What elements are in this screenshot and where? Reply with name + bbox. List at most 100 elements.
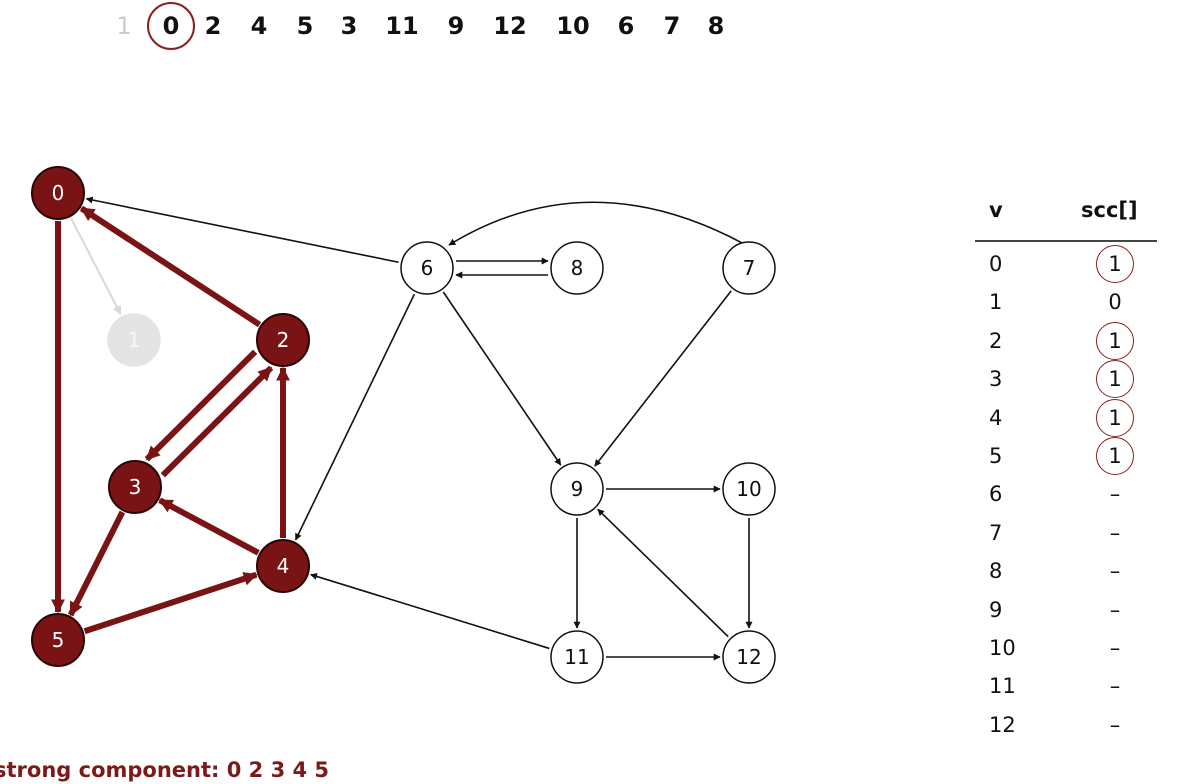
table-cell-scc: – — [1109, 674, 1121, 699]
table-cell-scc: – — [1109, 636, 1121, 660]
edge-6-to-9 — [442, 291, 562, 466]
node-label: 8 — [571, 256, 584, 280]
table-cell-v: 6 — [989, 482, 1003, 507]
order-item: 5 — [296, 12, 314, 40]
node-10: 10 — [722, 462, 776, 516]
node-circle — [108, 460, 162, 514]
edge-7-to-6 — [448, 201, 745, 246]
node-label: 4 — [277, 554, 290, 578]
order-item: 1 — [116, 12, 132, 40]
order-item: 0 — [146, 2, 196, 50]
node-label: 10 — [736, 477, 761, 501]
edge-5-to-4 — [83, 571, 258, 635]
order-item: 6 — [617, 12, 635, 40]
order-item: 11 — [385, 12, 419, 40]
edge-0-to-1 — [70, 218, 122, 316]
edge-3-to-2 — [160, 365, 274, 478]
node-3: 3 — [108, 460, 162, 514]
table-cell-v: 0 — [989, 252, 1003, 276]
table-cell-v: 8 — [989, 559, 1003, 584]
node-circle — [722, 462, 776, 516]
table-cell-scc: 1 — [1095, 321, 1135, 360]
node-label: 12 — [736, 645, 761, 669]
table-cell-v: 12 — [989, 712, 1016, 737]
edge-7-to-9 — [594, 290, 732, 467]
order-item: 3 — [340, 12, 358, 40]
node-circle — [31, 166, 85, 220]
node-label: 1 — [128, 328, 141, 352]
table-cell-v: 10 — [989, 636, 1016, 660]
edge-3-to-5 — [67, 510, 126, 617]
table-cell-v: 7 — [989, 520, 1003, 545]
table-cell-scc: – — [1109, 559, 1121, 584]
node-circle — [31, 613, 85, 667]
node-circle — [107, 313, 161, 367]
header-v: v — [989, 198, 1003, 222]
table-cell-v: 9 — [989, 597, 1003, 622]
node-label: 2 — [277, 328, 290, 352]
node-circle — [256, 539, 310, 593]
header-scc: scc[] — [1081, 198, 1138, 222]
table-cell-scc: – — [1109, 520, 1121, 545]
node-label: 6 — [421, 256, 434, 280]
node-6: 6 — [400, 241, 454, 295]
node-9: 9 — [550, 462, 604, 516]
order-item: 8 — [707, 12, 725, 40]
edge-4-to-3 — [158, 497, 260, 556]
table-cell-v: 5 — [989, 444, 1003, 468]
order-item: 2 — [204, 12, 222, 40]
node-circle — [256, 313, 310, 367]
node-0: 0 — [31, 166, 85, 220]
node-circle — [550, 241, 604, 295]
node-11: 11 — [550, 630, 604, 684]
node-circle — [550, 462, 604, 516]
order-item: 12 — [493, 12, 527, 40]
node-12: 12 — [722, 630, 776, 684]
order-item: 10 — [556, 12, 590, 40]
node-label: 3 — [129, 475, 142, 499]
node-label: 0 — [52, 181, 65, 205]
component-caption: strong component: 0 2 3 4 5 — [0, 758, 330, 782]
node-circle — [400, 241, 454, 295]
table-cell-scc: 1 — [1095, 398, 1135, 437]
node-label: 9 — [571, 477, 584, 501]
node-circle — [550, 630, 604, 684]
table-cell-scc: 0 — [1108, 290, 1122, 315]
table-cell-v: 1 — [989, 290, 1003, 315]
node-1: 1 — [107, 313, 161, 367]
table-cell-scc: 1 — [1095, 360, 1135, 399]
table-cell-v: 11 — [989, 674, 1016, 699]
table-cell-scc: – — [1109, 712, 1121, 737]
table-cell-scc: 1 — [1095, 245, 1135, 283]
table-cell-v: 4 — [989, 405, 1003, 430]
edge-2-to-0 — [79, 205, 262, 328]
table-cell-scc: – — [1109, 597, 1121, 622]
edge-6-to-0 — [85, 196, 399, 264]
edge-2-to-3 — [144, 349, 258, 462]
edge-6-to-4 — [294, 293, 416, 541]
node-circle — [722, 241, 776, 295]
order-item: 9 — [447, 12, 465, 40]
node-label: 7 — [743, 256, 756, 280]
node-7: 7 — [722, 241, 776, 295]
node-4: 4 — [256, 539, 310, 593]
node-2: 2 — [256, 313, 310, 367]
order-item: 7 — [663, 12, 681, 40]
edges-layer — [51, 196, 753, 661]
header-rule — [975, 240, 1157, 242]
node-label: 5 — [52, 628, 65, 652]
table-cell-scc: – — [1109, 482, 1121, 507]
table-cell-v: 3 — [989, 367, 1003, 392]
table-cell-v: 2 — [989, 328, 1003, 353]
node-5: 5 — [31, 613, 85, 667]
order-item: 4 — [250, 12, 268, 40]
node-8: 8 — [550, 241, 604, 295]
node-label: 11 — [564, 645, 589, 669]
node-circle — [722, 630, 776, 684]
table-cell-scc: 1 — [1095, 437, 1135, 475]
edge-12-to-9 — [597, 508, 729, 638]
edge-11-to-4 — [310, 573, 550, 650]
